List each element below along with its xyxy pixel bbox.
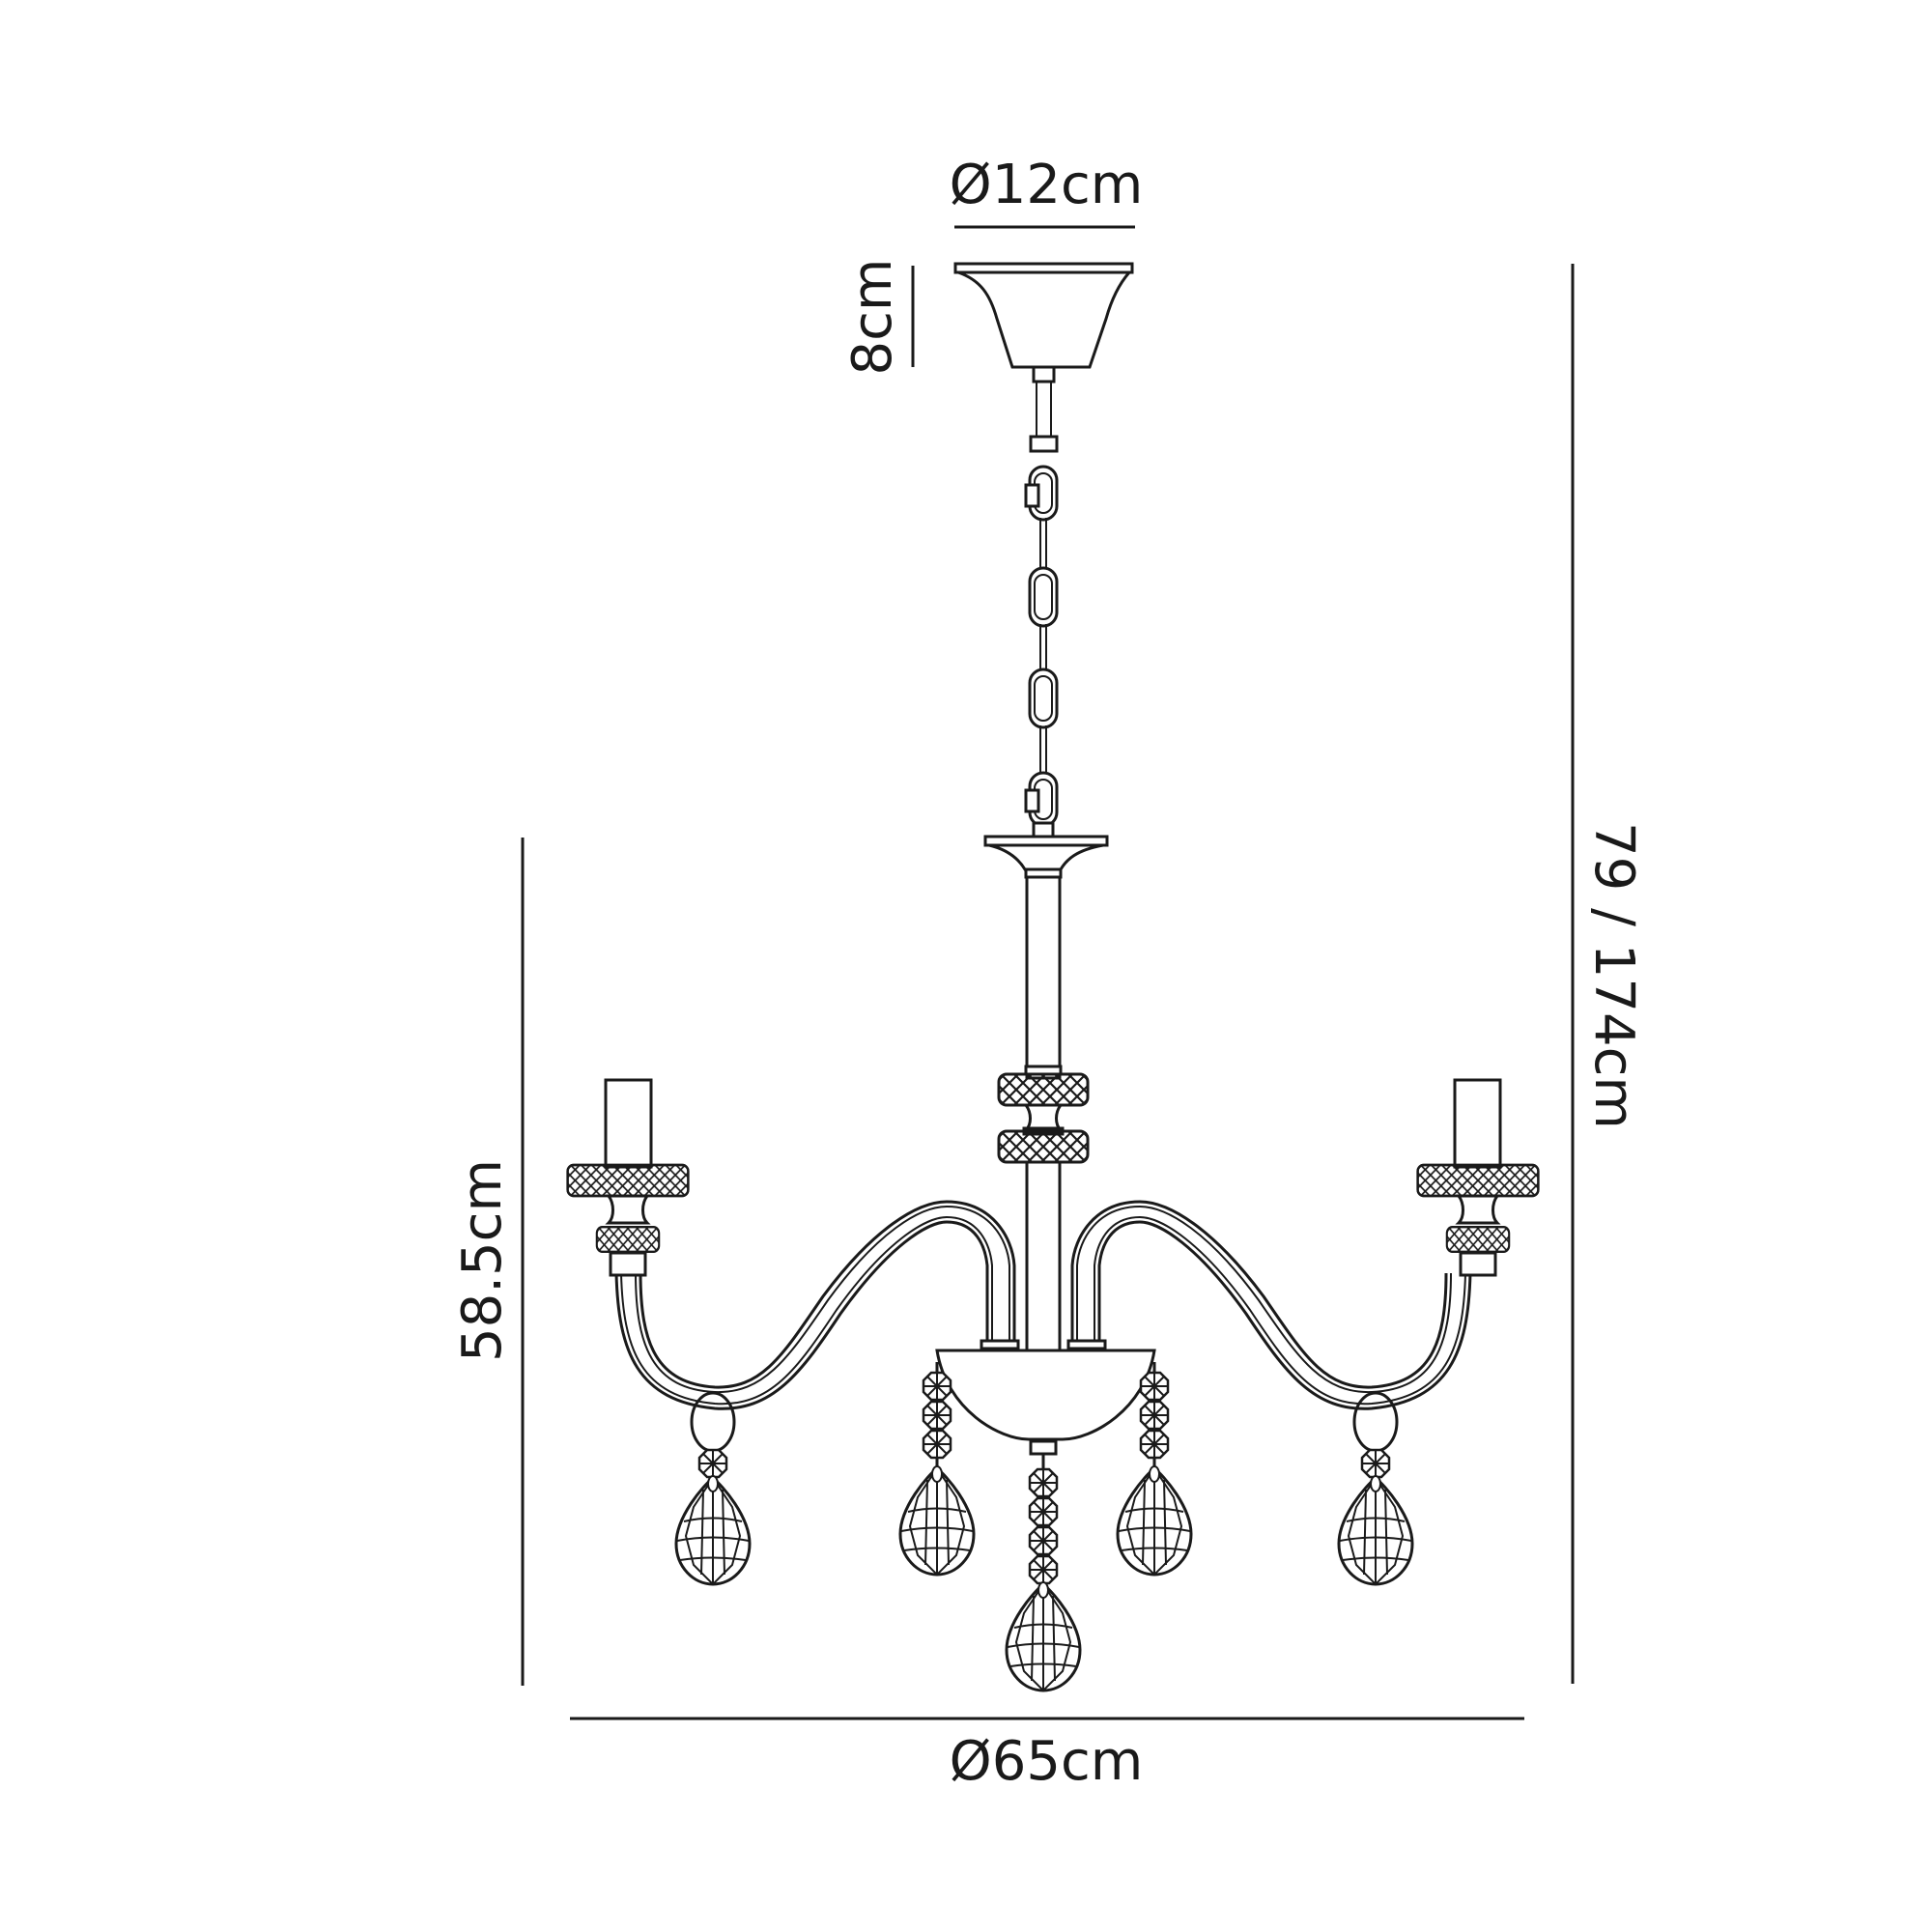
overall-height-label: 79 / 174cm — [1582, 822, 1645, 1129]
ceiling-canopy — [953, 262, 1134, 453]
dimension-overall-height: 79 / 174cm — [1571, 264, 1645, 1684]
crystal-string-inner-left — [898, 1362, 976, 1577]
overall-diameter-label: Ø65cm — [950, 1730, 1144, 1793]
left-arm — [614, 1200, 1020, 1410]
crystal-drop-outer-right — [1337, 1391, 1414, 1586]
right-candle — [1416, 1078, 1540, 1277]
right-arm — [1066, 1200, 1472, 1410]
dimension-body-height: 58.5cm — [451, 838, 525, 1686]
dimension-canopy-height: 8cm — [841, 259, 915, 376]
body-height-label: 58.5cm — [451, 1159, 514, 1362]
canopy-diameter-label: Ø12cm — [950, 154, 1144, 216]
left-candle — [566, 1078, 690, 1277]
suspension-chain — [1024, 465, 1059, 838]
crystal-drop-outer-left — [674, 1391, 752, 1586]
canopy-height-label: 8cm — [841, 259, 904, 376]
central-bowl — [935, 1349, 1156, 1456]
central-stem — [983, 835, 1109, 1354]
crystal-string-inner-right — [1116, 1362, 1193, 1577]
dimension-canopy-diameter: Ø12cm — [950, 154, 1144, 229]
dimension-overall-diameter: Ø65cm — [570, 1717, 1524, 1793]
crystal-string-center — [1005, 1454, 1082, 1692]
